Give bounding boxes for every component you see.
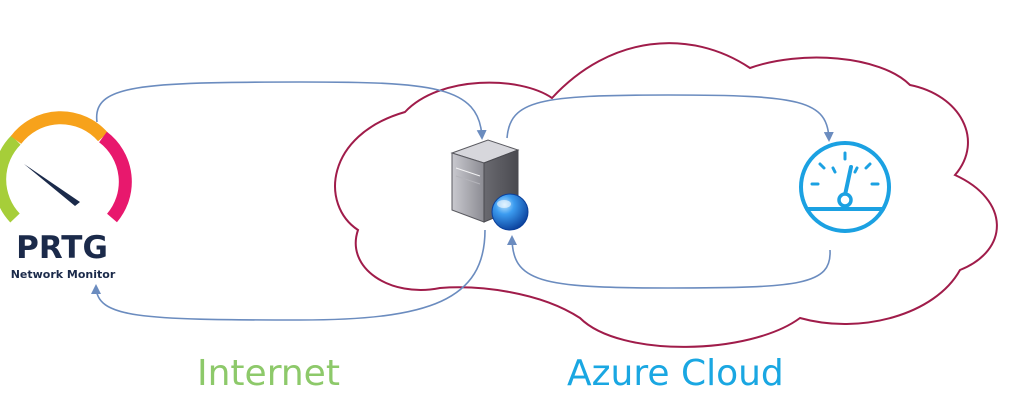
prtg-gauge-icon — [0, 111, 132, 223]
arrow-server-to-monitor — [506, 94, 834, 142]
prtg-brand-text: PRTG — [16, 230, 108, 266]
internet-label: Internet — [197, 353, 340, 394]
server-icon — [450, 139, 529, 231]
arrow-monitor-to-server — [507, 235, 831, 289]
azure-monitor-gauge-icon — [799, 141, 891, 233]
arrow-server-to-prtg — [91, 229, 486, 321]
azure-cloud-label: Azure Cloud — [567, 353, 784, 394]
prtg-subtitle-text: Network Monitor — [11, 268, 116, 281]
azure-cloud-outline — [334, 42, 998, 348]
arrow-prtg-to-server — [95, 81, 487, 140]
